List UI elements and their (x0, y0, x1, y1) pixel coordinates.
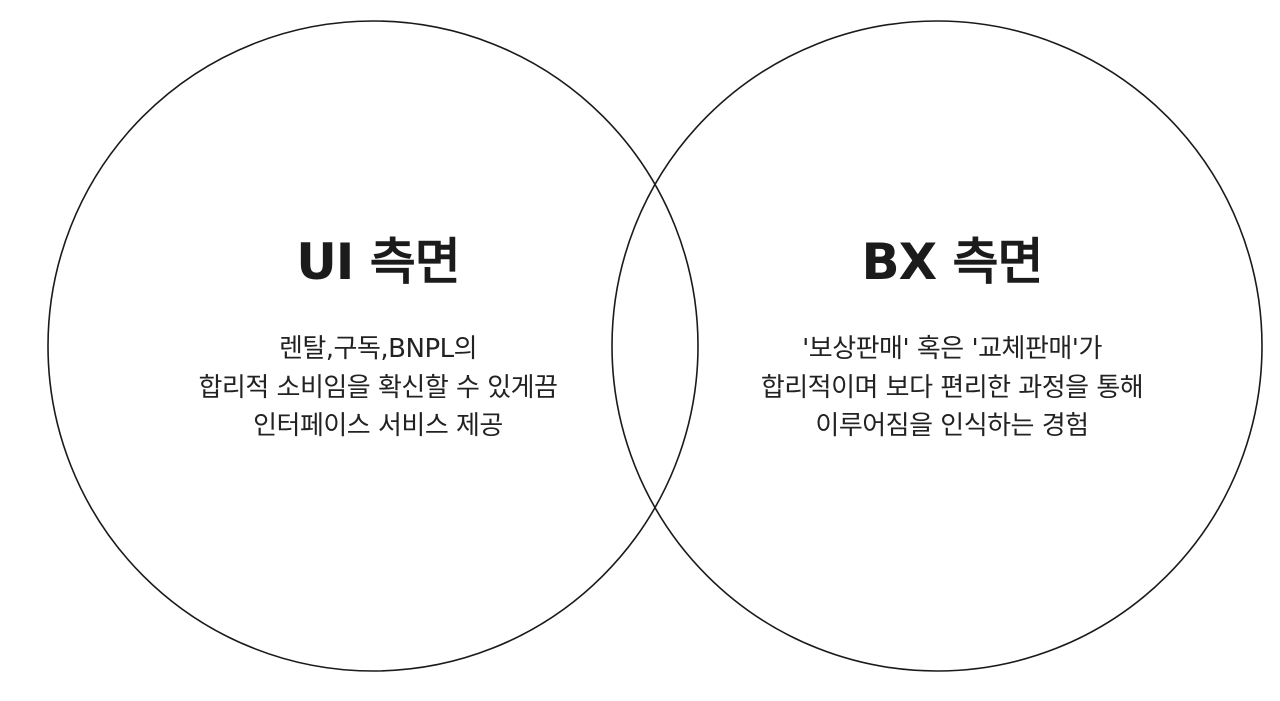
bx-aspect-line-2: 합리적이며 보다 편리한 과정을 통해 (760, 372, 1144, 403)
bx-aspect-line-1: '보상판매' 혹은 '교체판매'가 (802, 334, 1102, 364)
left-circle (47, 20, 699, 672)
ui-aspect-title: UI 측면 (296, 233, 461, 291)
ui-aspect-description: 렌탈,구독,BNPL의 합리적 소비임을 확신할 수 있게끔 인터페이스 서비스… (118, 330, 638, 446)
ui-aspect-line-1: 렌탈,구독,BNPL의 (278, 334, 478, 364)
bx-aspect-panel: BX 측면 '보상판매' 혹은 '교체판매'가 합리적이며 보다 편리한 과정을… (692, 226, 1212, 446)
ui-aspect-panel: UI 측면 렌탈,구독,BNPL의 합리적 소비임을 확신할 수 있게끔 인터페… (118, 226, 638, 446)
ui-aspect-line-2: 합리적 소비임을 확신할 수 있게끔 (198, 372, 558, 403)
bx-aspect-line-3: 이루어짐을 인식하는 경험 (815, 411, 1089, 441)
bx-aspect-title: BX 측면 (861, 233, 1043, 291)
ui-aspect-line-3: 인터페이스 서비스 제공 (253, 411, 503, 441)
bx-aspect-description: '보상판매' 혹은 '교체판매'가 합리적이며 보다 편리한 과정을 통해 이루… (692, 330, 1212, 446)
right-circle (611, 20, 1263, 672)
